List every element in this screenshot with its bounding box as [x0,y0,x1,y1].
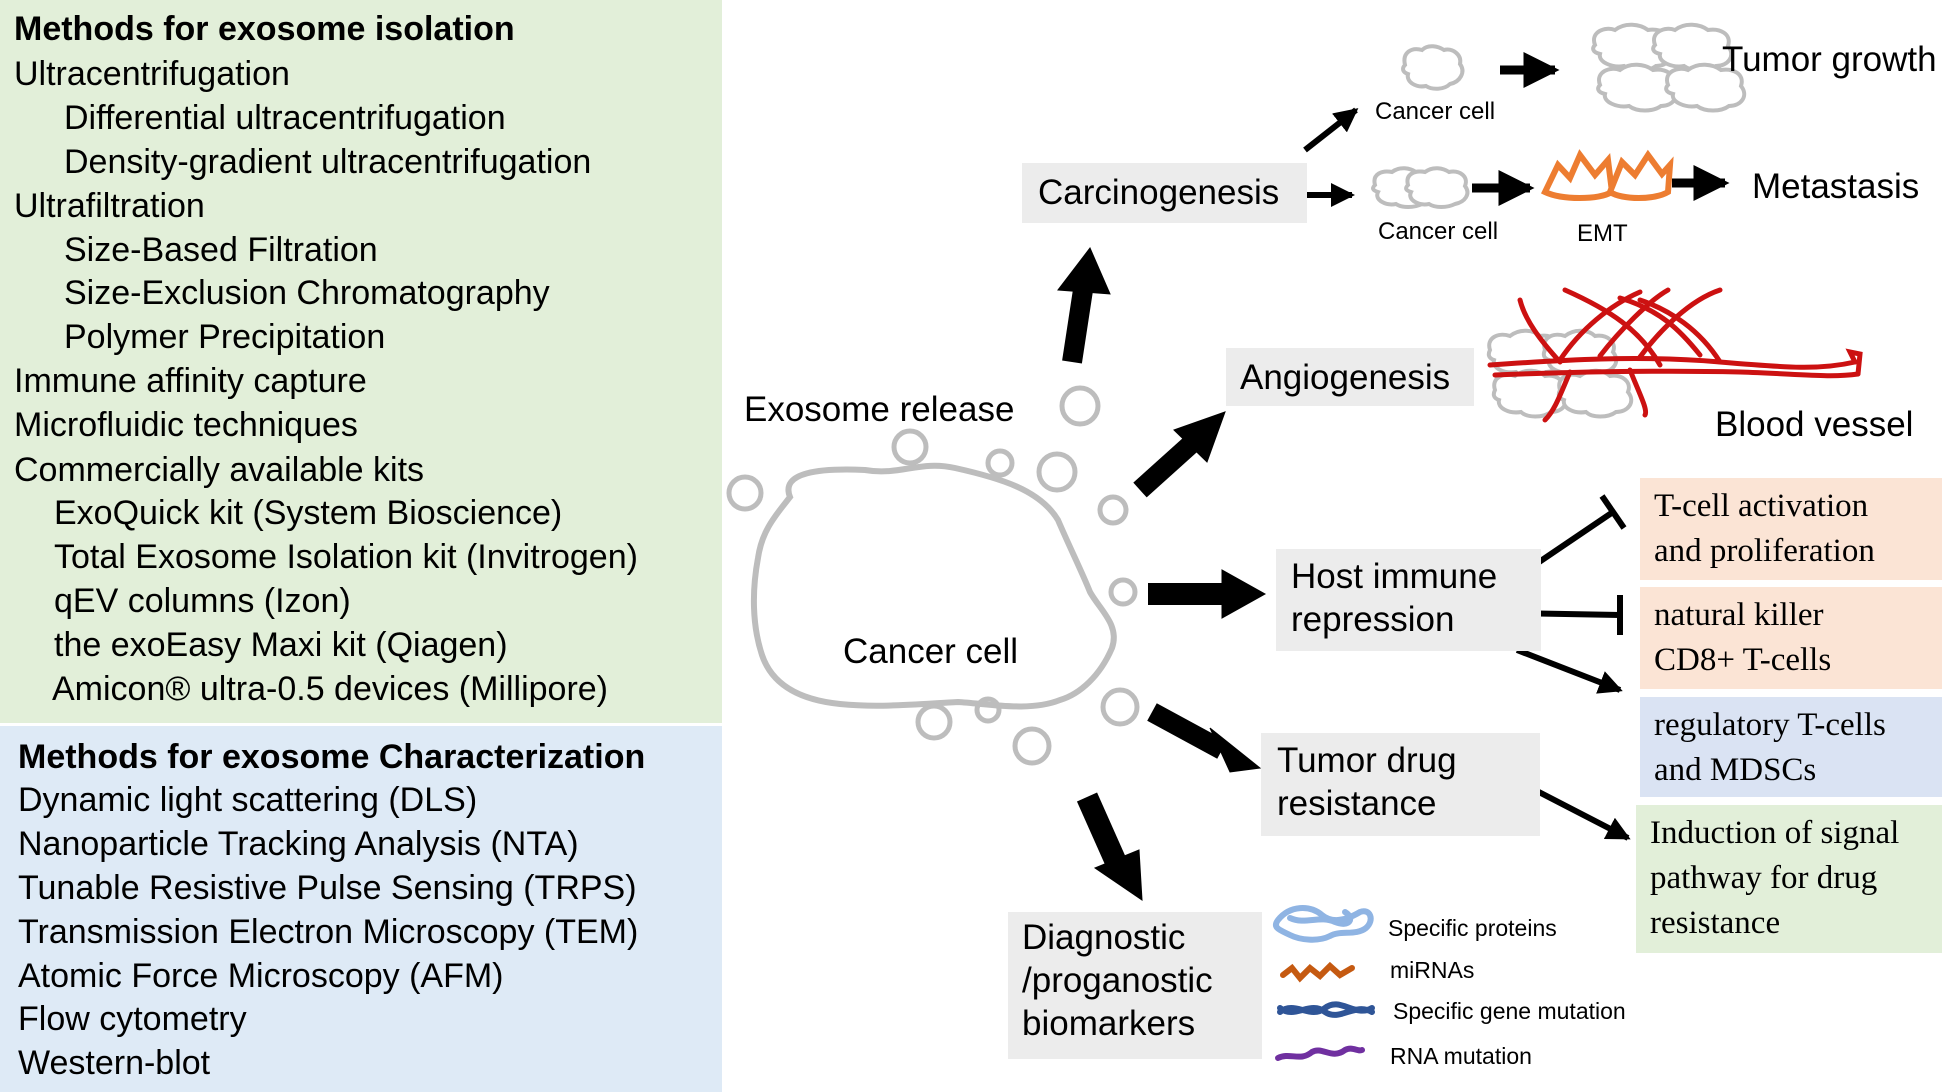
host-immune-repression-box: Host immune repression [1276,549,1541,651]
regulatory-line-2: and MDSCs [1654,752,1817,788]
drug-resistance-line-2: resistance [1277,784,1437,823]
emt-label: EMT [1577,220,1628,247]
protein-icon [1272,905,1374,943]
cancer-cell-label: Cancer cell [843,632,1019,671]
legend-gene-mutation: Specific gene mutation [1393,998,1626,1024]
tcell-activation-line-2: and proliferation [1654,533,1875,569]
induction-line-1: Induction of signal [1650,815,1900,851]
induction-line-3: resistance [1650,905,1781,941]
isolation-item: Ultrafiltration [14,187,205,225]
characterization-item: Tunable Resistive Pulse Sensing (TRPS) [18,869,637,907]
thin-arrows [1303,52,1730,841]
biomarkers-line-2: /proganostic [1022,961,1213,1000]
induction-line-2: pathway for drug [1650,860,1878,896]
drug-resistance-line-1: Tumor drug [1277,741,1457,780]
cancer-cell-top-label: Cancer cell [1375,98,1496,125]
legend-specific-proteins: Specific proteins [1388,915,1557,941]
isolation-kit-item: ExoQuick kit (System Bioscience) [54,494,563,532]
biomarker-legend-icons [1272,905,1375,1061]
isolation-kit-item: the exoEasy Maxi kit (Qiagen) [54,626,508,664]
isolation-subitem: Polymer Precipitation [64,318,386,356]
characterization-item: Western-blot [18,1044,211,1082]
legend-rna-mutation: RNA mutation [1390,1043,1532,1069]
isolation-kit-item: Total Exosome Isolation kit (Invitrogen) [54,538,638,576]
characterization-item: Transmission Electron Microscopy (TEM) [18,913,639,951]
mirna-icon [1280,961,1355,983]
emt-cells [1540,149,1674,201]
regulatory-line-1: regulatory T-cells [1654,707,1886,743]
biomarkers-box: Diagnostic /proganostic biomarkers [1008,912,1262,1059]
isolation-heading: Methods for exosome isolation [14,10,515,48]
induction-signal-box: Induction of signal pathway for drug res… [1636,805,1942,953]
isolation-item: Microfluidic techniques [14,406,358,444]
isolation-subitem: Differential ultracentrifugation [64,99,506,137]
characterization-heading: Methods for exosome Characterization [18,738,646,776]
natural-killer-line-2: CD8+ T-cells [1654,642,1832,678]
isolation-methods-panel: Methods for exosome isolation Ultracentr… [0,0,722,723]
cancer-cell-shape [750,462,1117,710]
metastasis-label: Metastasis [1752,167,1920,206]
host-immune-line-2: repression [1291,600,1455,639]
exosome-vesicles [726,385,1140,766]
biomarkers-line-1: Diagnostic [1022,918,1186,957]
isolation-kit-item: Amicon® ultra-0.5 devices (Millipore) [52,670,609,708]
tumor-growth-label: Tumor growth [1722,40,1937,79]
angiogenesis-box: Angiogenesis [1226,348,1474,406]
exosome-release-label: Exosome release [744,390,1015,429]
blood-vessel [1487,287,1863,423]
biomarkers-line-3: biomarkers [1022,1004,1196,1043]
natural-killer-line-1: natural killer [1654,597,1824,633]
carcinogenesis-box: Carcinogenesis [1022,163,1307,223]
characterization-item: Dynamic light scattering (DLS) [18,781,478,819]
tcell-activation-line-1: T-cell activation [1654,488,1869,524]
legend-mirnas: miRNAs [1390,957,1475,983]
isolation-subitem: Size-Based Filtration [64,231,378,269]
isolation-item: Immune affinity capture [14,362,367,400]
natural-killer-box: natural killer CD8+ T-cells [1640,587,1942,689]
isolation-item: Commercially available kits [14,451,425,489]
thick-arrows [1057,247,1267,901]
characterization-item: Nanoparticle Tracking Analysis (NTA) [18,825,579,863]
blood-vessel-label: Blood vessel [1715,405,1914,444]
cancer-cell-mid-label: Cancer cell [1378,218,1499,245]
rna-mutation-icon [1275,1045,1365,1061]
isolation-subitem: Size-Exclusion Chromatography [64,274,550,312]
isolation-kit-item: qEV columns (Izon) [54,582,351,620]
isolation-subitem: Density-gradient ultracentrifugation [64,143,592,181]
tumor-drug-resistance-box: Tumor drug resistance [1261,733,1540,836]
cloud-cells [1371,22,1747,209]
host-immune-line-1: Host immune [1291,557,1498,596]
isolation-item: Ultracentrifugation [14,55,290,93]
characterization-item: Atomic Force Microscopy (AFM) [18,957,504,995]
characterization-methods-panel: Methods for exosome Characterization Dyn… [0,726,722,1092]
characterization-item: Flow cytometry [18,1000,247,1038]
regulatory-tcells-box: regulatory T-cells and MDSCs [1640,697,1942,797]
tcell-activation-box: T-cell activation and proliferation [1640,478,1942,580]
